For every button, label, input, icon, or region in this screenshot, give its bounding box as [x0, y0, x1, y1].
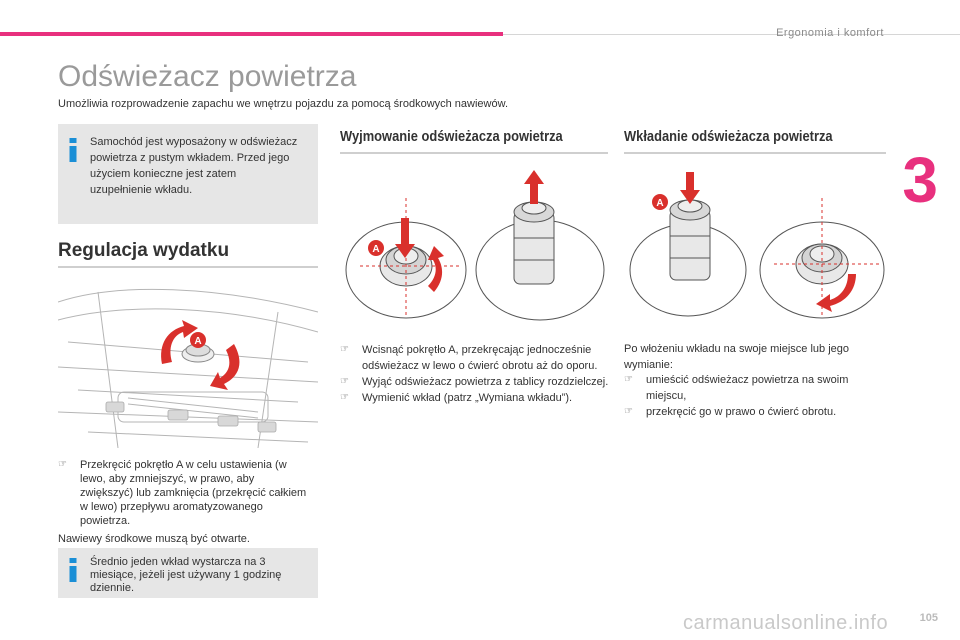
watermark: carmanualsonline.info	[683, 612, 889, 634]
pull-up-arrow	[530, 182, 538, 204]
regulacja-rule	[58, 266, 318, 268]
insertion-illustration: A	[629, 172, 885, 319]
rotate-left-arrow	[161, 320, 198, 364]
freshener-cartridge-inserting	[669, 199, 711, 281]
info-icon	[69, 138, 77, 162]
info-box-empty-cartridge: Samochód jest wyposażony w odświeżacz po…	[58, 124, 318, 224]
list-item: ☞ Przekręcić pokrętło A w celu ustawienia…	[58, 458, 308, 528]
chapter-number: 3	[902, 144, 938, 216]
page-title: Odświeżacz powietrza	[58, 60, 357, 93]
label-a-regulacja: A	[194, 336, 201, 347]
list-item-text: Wymienić wkład (patrz „Wymiana wkładu”).	[362, 392, 573, 404]
bullet-hand-icon: ☞	[624, 406, 633, 417]
list-item: ☞ Wymienić wkład (patrz „Wymiana wkładu”)…	[340, 390, 610, 406]
rotate-right-arrow	[816, 274, 856, 312]
list-item-text: Wcisnąć pokrętło A, przekręcając jednocz…	[362, 344, 598, 372]
vent-slots	[105, 401, 277, 433]
bullet-hand-icon: ☞	[340, 344, 349, 355]
list-item-text: umieścić odświeżacz powietrza na swoim m…	[646, 374, 849, 402]
header-rule	[503, 34, 960, 35]
list-item-text: Przekręcić pokrętło A w celu ustawienia …	[80, 459, 307, 527]
wkladanie-intro: Po włożeniu wkładu na swoje miejsce lub …	[624, 343, 850, 371]
list-item-text: przekręcić go w prawo o ćwierć obrotu.	[646, 406, 837, 418]
regulacja-title: Regulacja wydatku	[58, 240, 230, 261]
list-item: ☞ umieścić odświeżacz powietrza na swoim …	[624, 372, 884, 404]
list-item: ☞ Wyjąć odświeżacz powietrza z tablicy ro…	[340, 374, 610, 390]
knob-a	[181, 343, 215, 363]
wkladanie-bullets: ☞ umieścić odświeżacz powietrza na swoim …	[624, 372, 884, 420]
list-item: ☞ Wcisnąć pokrętło A, przekręcając jednoc…	[340, 342, 610, 374]
bullet-hand-icon: ☞	[340, 392, 349, 403]
label-a-wkladanie: A	[656, 198, 663, 209]
info-icon	[69, 558, 77, 582]
removal-illustration: A	[345, 170, 605, 321]
info-box-cartridge-duration: Średnio jeden wkład wystarcza na 3 miesi…	[58, 548, 318, 598]
push-down-arrow	[686, 172, 694, 192]
wkladanie-title: Wkładanie odświeżacza powietrza	[624, 128, 833, 145]
page-intro: Umożliwia rozprowadzenie zapachu we wnęt…	[58, 98, 509, 110]
bullet-hand-icon: ☞	[58, 459, 67, 470]
rotate-left-arrow	[428, 246, 444, 292]
list-item-text: Wyjąć odświeżacz powietrza z tablicy roz…	[362, 376, 609, 388]
regulacja-bullets: ☞ Przekręcić pokrętło A w celu ustawienia…	[58, 458, 308, 528]
bullet-hand-icon: ☞	[340, 376, 349, 387]
list-item: ☞ przekręcić go w prawo o ćwierć obrotu.	[624, 404, 884, 420]
wkladanie-rule	[624, 152, 886, 154]
label-a-wyjmowanie: A	[372, 244, 379, 255]
vents-open-note: Nawiewy środkowe muszą być otwarte.	[58, 533, 250, 545]
wyjmowanie-bullets: ☞ Wcisnąć pokrętło A, przekręcając jednoc…	[340, 342, 610, 406]
wyjmowanie-rule	[340, 152, 608, 154]
section-title: Ergonomia i komfort	[776, 27, 884, 39]
header-accent-bar	[0, 32, 503, 36]
rotate-right-arrow	[210, 344, 240, 390]
info-box-text: Średnio jeden wkład wystarcza na 3 miesi…	[90, 556, 282, 594]
info-box-text: Samochód jest wyposażony w odświeżacz po…	[90, 136, 298, 196]
bullet-hand-icon: ☞	[624, 374, 633, 385]
push-down-arrow	[401, 218, 409, 246]
freshener-cartridge-lifted	[513, 201, 555, 285]
dashboard-vent-illustration: A	[58, 288, 318, 448]
page-number: 105	[919, 612, 938, 624]
wyjmowanie-title: Wyjmowanie odświeżacza powietrza	[340, 128, 563, 145]
